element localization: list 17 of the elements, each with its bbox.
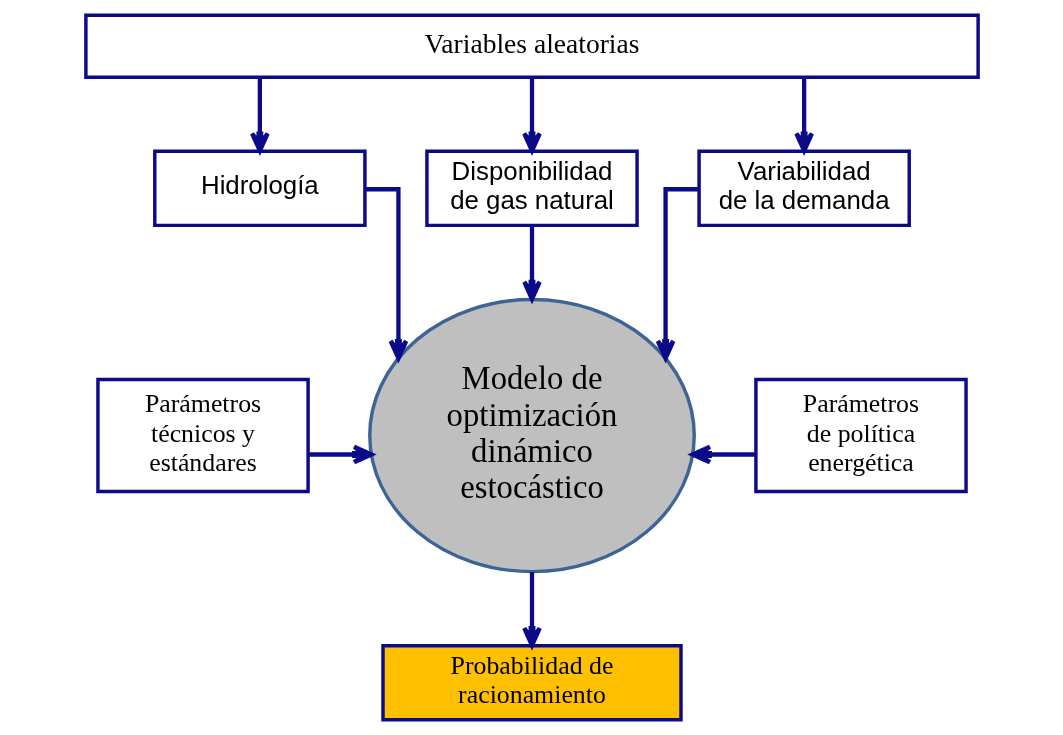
node-box: Disponibilidad de gas natural xyxy=(424,149,639,228)
arrow xyxy=(655,187,698,361)
arrow xyxy=(365,187,408,361)
arrow xyxy=(249,77,270,154)
node-box: Parámetros de política energética xyxy=(753,377,968,494)
arrow xyxy=(689,444,756,465)
arrow xyxy=(521,572,542,648)
node-box: Variabilidad de la demanda xyxy=(696,149,911,228)
node-ellipse: Modelo de optimización dinámico estocástico xyxy=(367,297,696,574)
node-box: Hidrología xyxy=(152,149,367,228)
node-box: Probabilidad de racionamiento xyxy=(380,643,683,722)
arrow xyxy=(521,225,542,302)
node-box: Variables aleatorias xyxy=(83,13,980,79)
arrow xyxy=(307,444,374,465)
arrow xyxy=(793,77,814,154)
node-box: Parámetros técnicos y estándares xyxy=(95,377,310,494)
arrow xyxy=(521,77,542,154)
